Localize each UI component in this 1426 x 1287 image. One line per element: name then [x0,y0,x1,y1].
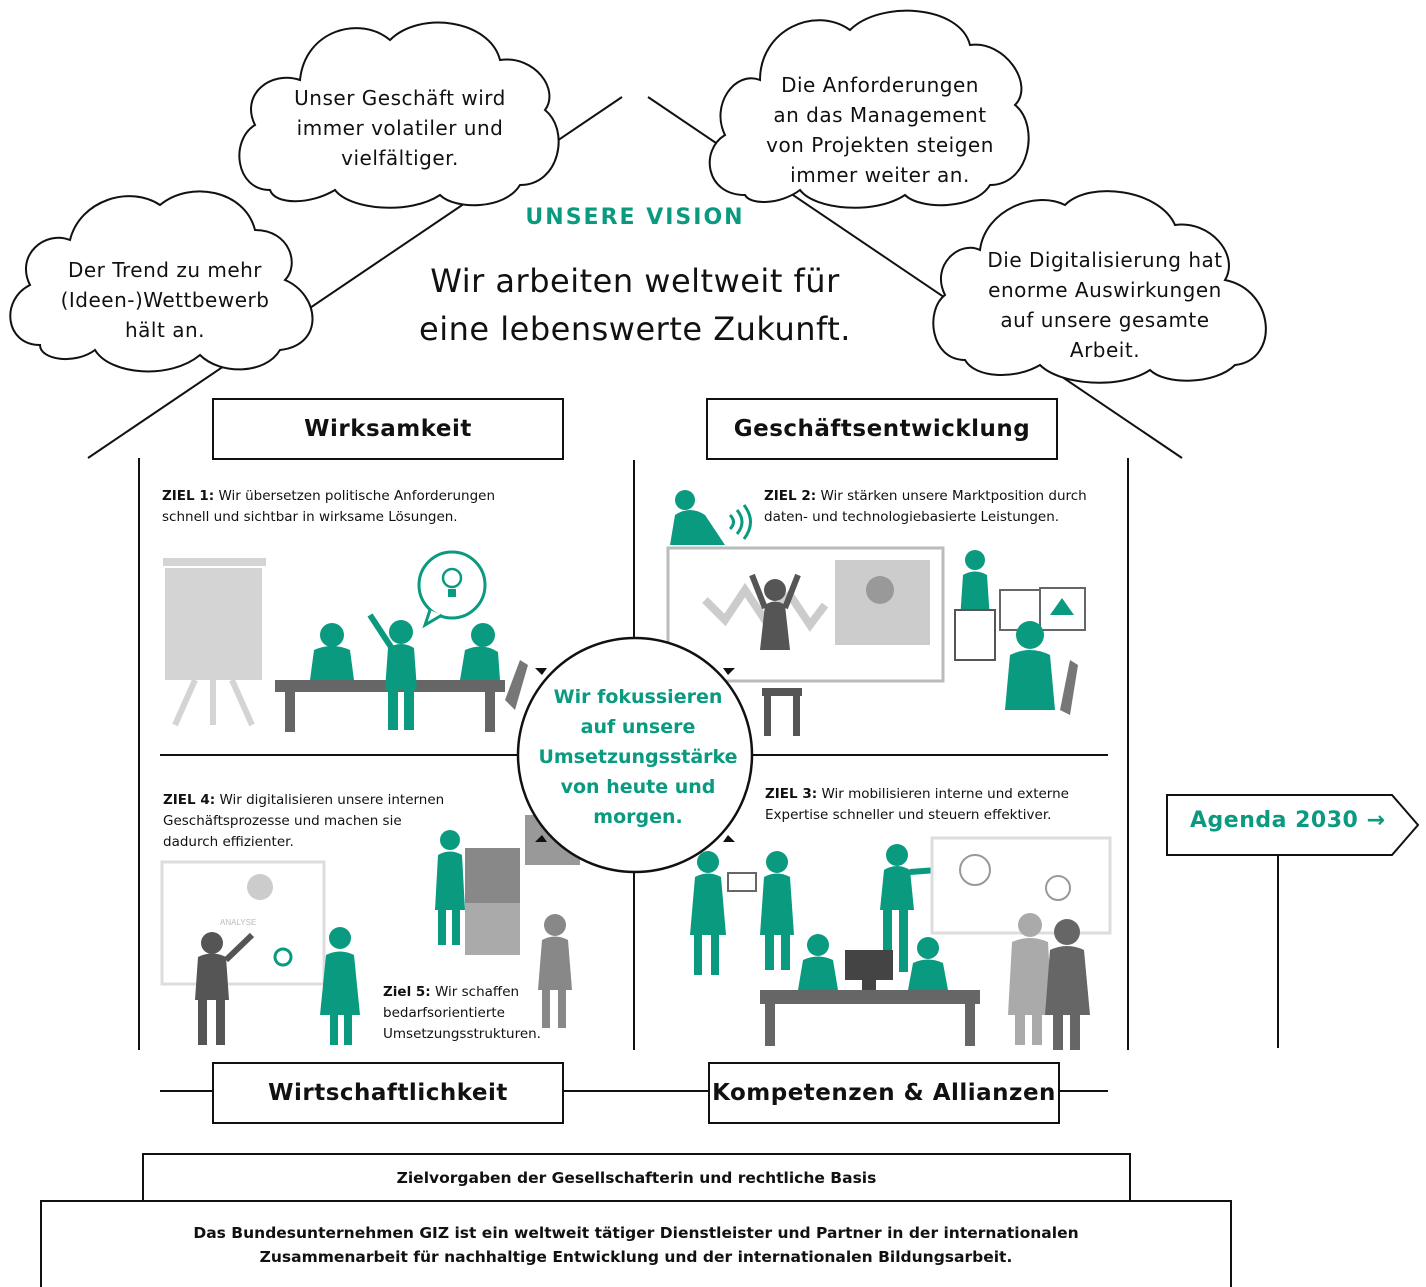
focus-line: Wir fokussieren [553,686,723,708]
goal-3: ZIEL 3: Wir mobilisieren interne und ext… [765,784,1105,826]
cloud-4-text: Die Digitalisierung hat enorme Auswirkun… [975,245,1235,365]
goal-5-text-2: bedarfsorientierte [383,1005,505,1021]
goal-5-text-3: Umsetzungsstrukturen. [383,1026,541,1042]
goal-5-text: Wir schaffen [435,984,520,1000]
focus-statement: Wir fokussieren auf unsere Umsetzungsstä… [528,682,748,832]
cloud-line: enorme Auswirkungen [988,278,1222,302]
cloud-line: immer volatiler und [296,116,504,140]
goal-1: ZIEL 1: Wir übersetzen politische Anford… [162,486,602,528]
pillar-geschaeftsentwicklung: Geschäftsentwicklung [706,398,1058,460]
agenda-2030-sign: Agenda 2030 → [1190,808,1390,833]
vision-line-1: Wir arbeiten weltweit für [430,262,840,300]
vision-line-2: eine lebenswerte Zukunft. [419,310,851,348]
goal-4-text-2: Geschäftsprozesse und machen sie [163,813,402,829]
goal-3-text: Wir mobilisieren interne und externe [821,786,1069,802]
collaboration-illustration [690,836,1112,1050]
pillar-wirtschaftlichkeit: Wirtschaftlichkeit [212,1062,564,1124]
vision-statement: Wir arbeiten weltweit für eine lebenswer… [400,257,870,353]
cloud-3 [708,9,1030,209]
cloud-line: von Projekten steigen [766,133,994,157]
cloud-line: hält an. [125,318,205,342]
goal-2-text-2: daten- und technologiebasierte Leistunge… [764,509,1060,525]
cloud-line: Die Digitalisierung hat [987,248,1223,272]
focus-line: Umsetzungsstärke [538,746,738,768]
goal-1-text: Wir übersetzen politische Anforderungen [218,488,496,504]
goal-3-text-2: Expertise schneller und steuern effektiv… [765,807,1052,823]
focus-line: auf unsere [580,716,696,738]
goal-4: ZIEL 4: Wir digitalisieren unsere intern… [163,790,473,853]
cloud-2-text: Unser Geschäft wird immer volatiler und … [270,83,530,173]
cloud-line: Der Trend zu mehr [67,258,263,282]
cloud-line: auf unsere gesamte [1000,308,1210,332]
cloud-3-text: Die Anforderungen an das Management von … [750,70,1010,190]
goal-5: Ziel 5: Wir schaffen bedarfsorientierte … [383,982,583,1045]
base-giz-description: Das Bundesunternehmen GIZ ist ein weltwe… [40,1200,1232,1287]
focus-line: von heute und [560,776,716,798]
goal-2-text: Wir stärken unsere Marktposition durch [820,488,1087,504]
cloud-line: immer weiter an. [790,163,970,187]
focus-line: morgen. [593,806,683,828]
goal-4-prefix: ZIEL 4: [163,792,216,808]
goal-4-text-3: dadurch effizienter. [163,834,294,850]
base-line-1: Das Bundesunternehmen GIZ ist ein weltwe… [193,1223,1079,1242]
focus-circle [516,636,754,874]
base-line-2: Zusammenarbeit für nachhaltige Entwicklu… [259,1247,1013,1266]
cloud-1 [9,190,314,373]
goal-2: ZIEL 2: Wir stärken unsere Marktposition… [764,486,1114,528]
cloud-line: (Ideen-)Wettbewerb [60,288,270,312]
goal-3-prefix: ZIEL 3: [765,786,818,802]
goal-2-prefix: ZIEL 2: [764,488,817,504]
cloud-line: Arbeit. [1069,338,1141,362]
goal-5-prefix: Ziel 5: [383,984,431,1000]
goal-4-text: Wir digitalisieren unsere internen [219,792,445,808]
cloud-1-text: Der Trend zu mehr (Ideen-)Wettbewerb häl… [40,255,290,345]
goal-1-prefix: ZIEL 1: [162,488,215,504]
digital-process-illustration: ANALYSE [160,815,580,1045]
cloud-line: Unser Geschäft wird [294,86,506,110]
vision-label: UNSERE VISION [525,205,745,230]
meeting-illustration [163,550,528,732]
cloud-line: Die Anforderungen [781,73,979,97]
cloud-4 [932,190,1267,384]
arrow-right-icon: → [1366,808,1386,833]
agenda-signpost [1166,794,1420,1048]
cloud-line: vielfältiger. [341,146,459,170]
goal-1-text-2: schnell und sichtbar in wirksame Lösunge… [162,509,458,525]
base-targets: Zielvorgaben der Gesellschafterin und re… [142,1153,1131,1203]
pillar-kompetenzen-allianzen: Kompetenzen & Allianzen [708,1062,1060,1124]
market-illustration [666,490,1086,736]
cloud-line: an das Management [773,103,987,127]
agenda-label: Agenda 2030 [1190,808,1359,833]
pillar-wirksamkeit: Wirksamkeit [212,398,564,460]
analyse-label: ANALYSE [220,918,256,927]
cloud-2 [238,21,560,209]
